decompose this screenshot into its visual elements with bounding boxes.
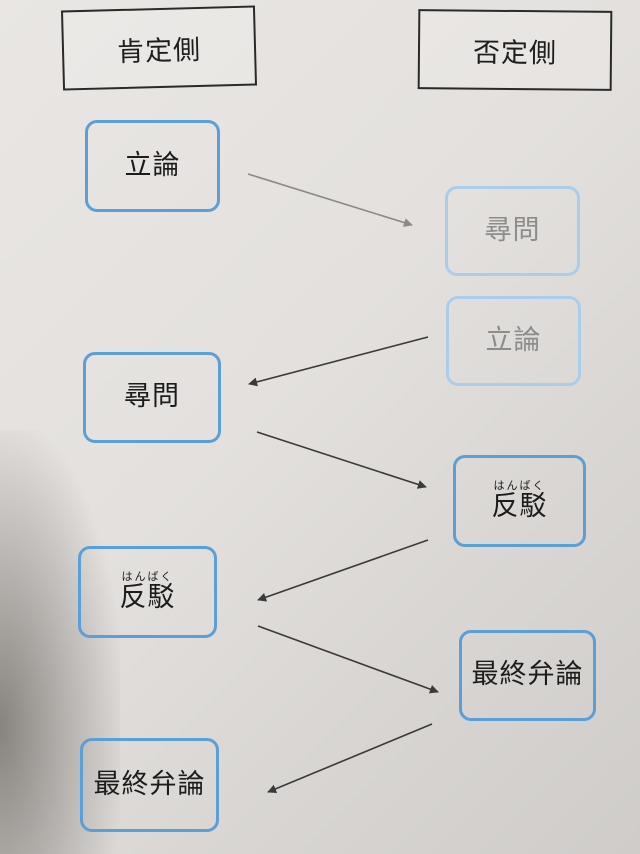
negative-constructive-label: 立論 — [485, 324, 542, 356]
affirmative-closing-box: 最終弁論 — [80, 738, 219, 832]
negative-rebuttal-ruby: はんばく — [493, 479, 546, 493]
arrow-aff-rebuttal-to-neg-closing — [257, 625, 439, 694]
affirmative-constructive-box: 立論 — [85, 120, 220, 212]
affirmative-closing-label: 最終弁論 — [93, 768, 206, 800]
negative-rebuttal-label: 反駁 — [491, 491, 548, 523]
affirmative-rebuttal-box: はんばく 反駁 — [78, 546, 217, 638]
affirmative-rebuttal-ruby: はんばく — [121, 570, 174, 584]
affirmative-constructive-label: 立論 — [124, 149, 181, 181]
affirmative-rebuttal-label: 反駁 — [119, 582, 176, 614]
negative-constructive-box: 立論 — [446, 296, 581, 386]
arrow-aff-constructive-to-neg-question — [247, 173, 413, 227]
negative-closing-label: 最終弁論 — [471, 659, 584, 691]
arrow-neg-constructive-to-aff-question — [248, 336, 429, 387]
negative-closing-box: 最終弁論 — [459, 630, 596, 721]
affirmative-question-label: 尋問 — [124, 381, 180, 413]
negative-question-label: 尋問 — [484, 214, 541, 246]
arrow-neg-closing-to-aff-closing — [267, 723, 433, 794]
affirmative-question-box: 尋問 — [83, 352, 221, 443]
arrow-neg-rebuttal-to-aff-rebuttal — [257, 539, 429, 602]
negative-rebuttal-box: はんばく 反駁 — [453, 455, 586, 547]
arrow-aff-question-to-neg-rebuttal — [256, 431, 427, 489]
negative-question-box: 尋問 — [445, 186, 580, 276]
